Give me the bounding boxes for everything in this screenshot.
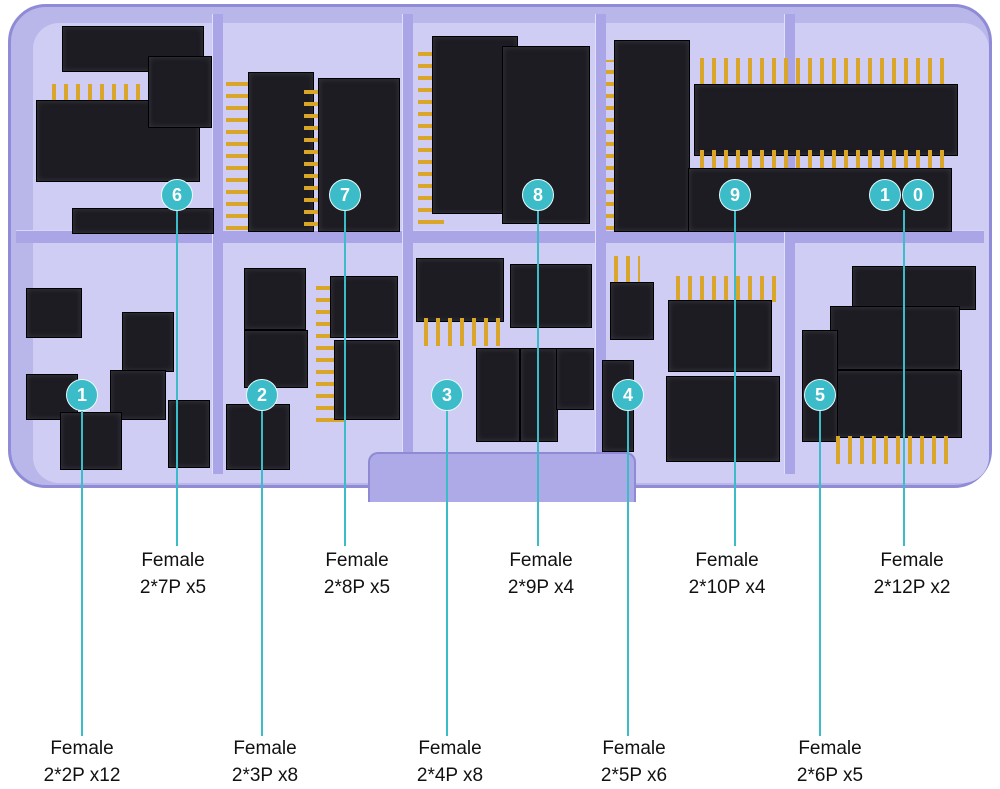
label-2: Female 2*3P x8 [195,735,335,789]
label-spec: 2*4P x8 [416,765,484,786]
label-5: Female 2*6P x5 [760,735,900,789]
badge-5: 5 [804,379,836,411]
leader-line [176,210,178,546]
label-type: Female [325,550,389,571]
leader-line [819,410,821,736]
label-spec: 2*7P x5 [139,577,207,598]
leader-line [627,410,629,736]
label-type: Female [509,550,573,571]
label-6: Female 2*7P x5 [103,547,243,601]
badge-3: 3 [431,379,463,411]
label-type: Female [50,738,114,759]
label-4: Female 2*5P x6 [564,735,704,789]
label-type: Female [798,738,862,759]
label-9: Female 2*10P x4 [657,547,797,601]
vertical-divider [784,14,795,474]
vertical-divider [595,14,606,474]
label-type: Female [695,550,759,571]
label-type: Female [141,550,205,571]
horizontal-divider [16,230,984,243]
label-spec: 2*12P x2 [873,577,951,598]
badge-10-digit-1: 1 [869,179,901,211]
label-type: Female [233,738,297,759]
vertical-divider [212,14,223,474]
label-type: Female [418,738,482,759]
badge-2: 2 [246,379,278,411]
badge-4: 4 [612,379,644,411]
leader-line [537,210,539,546]
label-spec: 2*6P x5 [796,765,864,786]
badge-10-digit-0: 0 [902,179,934,211]
label-spec: 2*2P x12 [43,765,121,786]
leader-line [734,210,736,546]
label-spec: 2*3P x8 [231,765,299,786]
label-spec: 2*9P x4 [507,577,575,598]
label-spec: 2*10P x4 [688,577,766,598]
label-3: Female 2*4P x8 [380,735,520,789]
label-7: Female 2*8P x5 [287,547,427,601]
leader-line [903,210,905,546]
vertical-divider [402,14,413,474]
label-8: Female 2*9P x4 [471,547,611,601]
label-type: Female [602,738,666,759]
badge-7: 7 [329,179,361,211]
box-latch-tab [368,452,636,502]
badge-9: 9 [719,179,751,211]
label-spec: 2*5P x6 [600,765,668,786]
label-spec: 2*8P x5 [323,577,391,598]
leader-line [344,210,346,546]
label-1: Female 2*2P x12 [12,735,152,789]
label-type: Female [880,550,944,571]
label-10: Female 2*12P x2 [842,547,982,601]
badge-1: 1 [66,379,98,411]
leader-line [261,410,263,736]
leader-line [81,410,83,736]
leader-line [446,410,448,736]
badge-8: 8 [522,179,554,211]
badge-6: 6 [161,179,193,211]
